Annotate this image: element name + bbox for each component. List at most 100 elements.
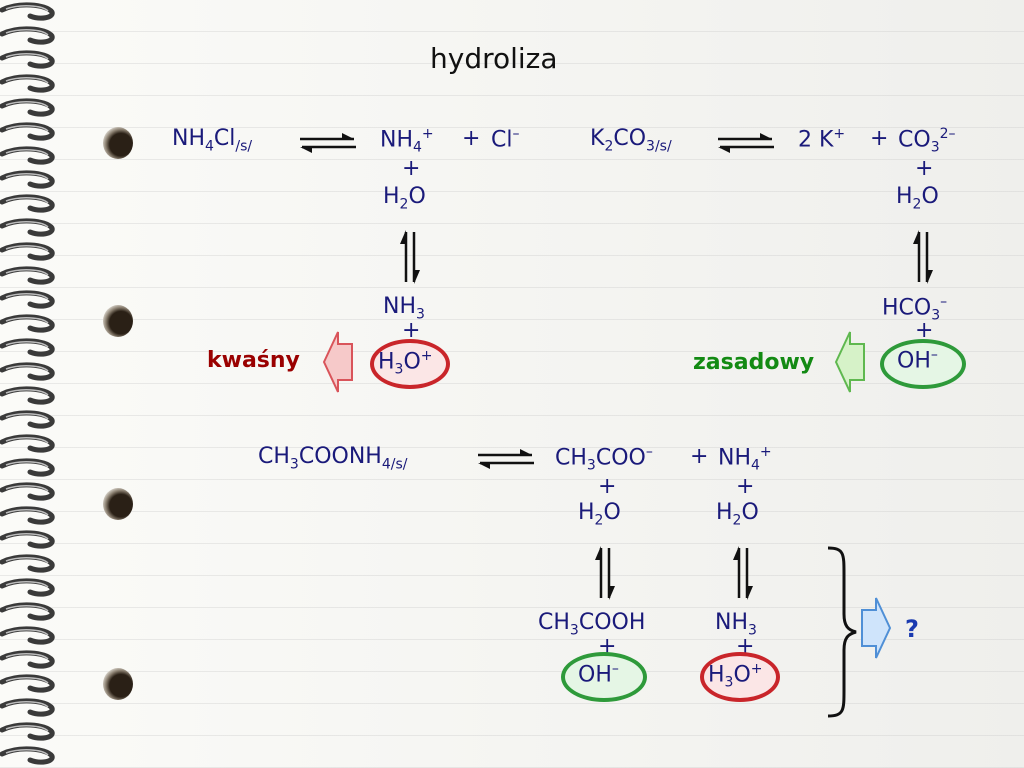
spiral-coil-highlight [5,629,49,636]
spiral-coil [0,98,55,117]
equilibrium-arrow [718,133,774,153]
spiral-coil-highlight [5,653,49,660]
equilibrium-arrow-vertical [913,230,933,284]
question-mark: ? [905,615,919,643]
hydroxide-highlight [880,339,966,389]
spiral-coil [0,266,55,285]
right-brace [827,546,857,718]
r2-potassium: 2 K+ [798,126,846,153]
spiral-coil-highlight [5,197,49,204]
r3-plus-h2o-b: + [736,474,755,499]
spiral-coil [0,530,55,549]
spiral-coil [0,674,55,693]
hydronium-highlight [700,652,780,702]
spiral-coil-highlight [5,245,49,252]
spiral-coil [0,26,55,45]
equilibrium-arrow [300,133,356,153]
r3-hydronium: H3O+ [708,661,763,691]
spiral-coil [0,2,55,21]
spiral-coil-highlight [5,317,49,324]
spiral-coil [0,626,55,645]
r3-hydroxide: OH– [578,661,619,688]
r3-ammonium: NH4+ [718,444,772,474]
r2-hydroxide: OH– [897,347,938,374]
spiral-coil-highlight [5,125,49,132]
r3-plus: + [690,444,709,469]
spiral-coil-highlight [5,725,49,732]
spiral-coil [0,122,55,141]
arrow-left-icon [322,331,353,393]
spiral-coil-highlight [5,173,49,180]
spiral-coil-highlight [5,101,49,108]
r3-acetate: CH3COO– [555,444,653,474]
r2-reactant: K2CO3/s/ [590,126,672,155]
spiral-coil-highlight [5,269,49,276]
punch-hole [103,668,133,700]
spiral-coil-highlight [5,701,49,708]
spiral-coil [0,722,55,741]
punch-hole [103,305,133,337]
spiral-binding [0,2,55,765]
spiral-coil-highlight [5,5,49,12]
r1-ammonium: NH4+ [380,126,434,156]
spiral-coil [0,602,55,621]
spiral-coil-highlight [5,149,49,156]
spiral-coil [0,338,55,357]
spiral-coil-highlight [5,341,49,348]
hydronium-highlight [370,339,450,389]
spiral-coil [0,554,55,573]
r3-water-a: H2O [578,500,621,529]
spiral-coil [0,194,55,213]
basic-label: zasadowy [693,350,815,375]
spiral-coil [0,146,55,165]
spiral-coil-highlight [5,53,49,60]
spiral-coil [0,218,55,237]
spiral-coil [0,314,55,333]
spiral-coil-highlight [5,533,49,540]
spiral-coil [0,50,55,69]
r3-plus-h2o-a: + [598,474,617,499]
spiral-coil-highlight [5,461,49,468]
r1-plus-hydronium: + [402,318,421,343]
r1-chloride: Cl– [491,126,520,153]
spiral-coil-highlight [5,677,49,684]
spiral-coil [0,578,55,597]
r1-hydronium: H3O+ [378,348,433,378]
r2-plus-h2o: + [915,156,934,181]
r3-ammonia: NH3 [715,610,757,639]
r2-bicarbonate: HCO3– [882,294,948,324]
spiral-coil [0,74,55,93]
r2-water: H2O [896,184,939,213]
r1-plus-h2o: + [402,156,421,181]
spiral-coil [0,506,55,525]
spiral-coil-highlight [5,365,49,372]
spiral-coil [0,410,55,429]
spiral-coil [0,386,55,405]
r1-water: H2O [383,184,426,213]
arrow-left-icon [834,331,865,393]
page-title: hydroliza [430,42,558,75]
spiral-coil [0,650,55,669]
spiral-coil [0,482,55,501]
spiral-coil-highlight [5,485,49,492]
spiral-coil [0,746,55,765]
punch-hole [103,488,133,520]
spiral-coil-highlight [5,293,49,300]
equilibrium-arrow [478,449,534,469]
spiral-coil [0,458,55,477]
r2-carbonate: CO32– [898,126,956,156]
spiral-coil-highlight [5,605,49,612]
r1-plus: + [462,126,481,151]
r2-plus: + [870,126,889,151]
spiral-coil-highlight [5,29,49,36]
equilibrium-arrow-vertical [400,230,420,284]
spiral-coil [0,362,55,381]
spiral-coil [0,170,55,189]
acidic-label: kwaśny [207,348,300,373]
spiral-coil [0,434,55,453]
spiral-coil-highlight [5,77,49,84]
equilibrium-arrow-vertical [733,546,753,600]
spiral-coil-highlight [5,221,49,228]
spiral-coil-highlight [5,581,49,588]
